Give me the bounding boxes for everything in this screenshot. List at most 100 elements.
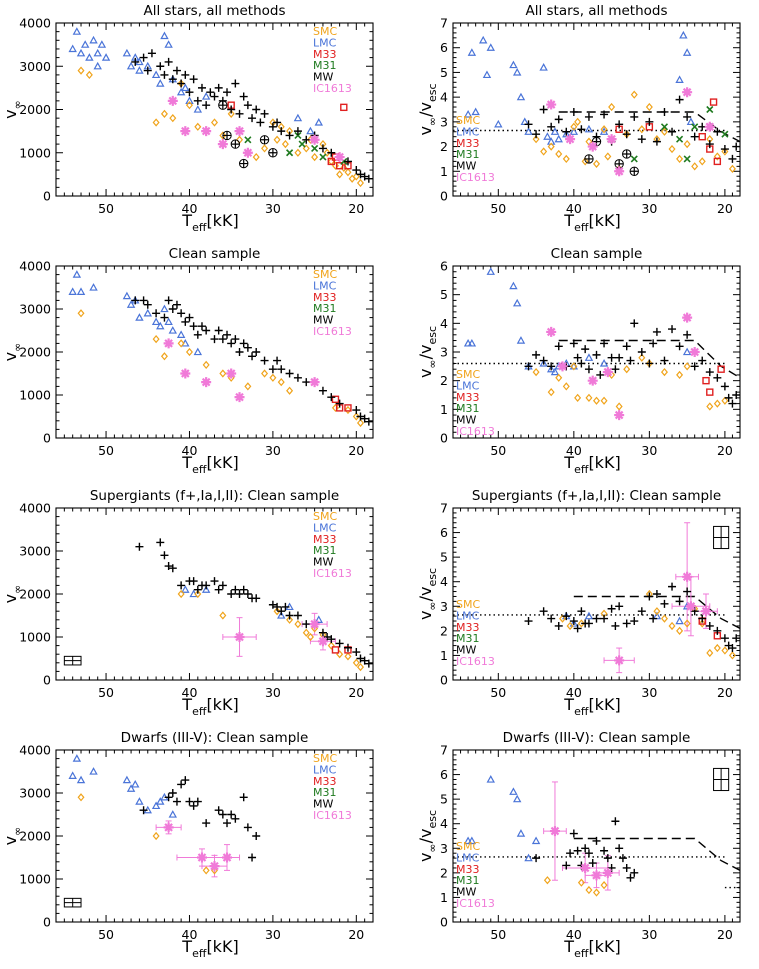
mw-point bbox=[652, 590, 661, 598]
lmc-point bbox=[122, 48, 132, 57]
x-tick-label: 50 bbox=[490, 201, 506, 216]
mw-point bbox=[223, 88, 232, 97]
mw-point bbox=[607, 353, 616, 362]
lmc-point bbox=[122, 775, 132, 784]
lmc-point bbox=[467, 48, 477, 56]
mw-point bbox=[603, 854, 612, 863]
legend-m31: M31 bbox=[313, 302, 337, 315]
mw-point bbox=[683, 587, 692, 596]
mw-point bbox=[327, 393, 336, 402]
mw-point bbox=[668, 325, 677, 334]
y-tick-label: 3000 bbox=[19, 786, 51, 801]
mw-point bbox=[645, 117, 654, 126]
mw-point bbox=[364, 174, 373, 183]
smc-point bbox=[202, 866, 210, 875]
ic1613-point bbox=[557, 361, 568, 372]
lmc-point bbox=[89, 283, 98, 291]
mw-point bbox=[273, 602, 282, 611]
lmc-point bbox=[164, 317, 173, 326]
mw-point bbox=[713, 626, 722, 635]
mw-point bbox=[562, 127, 571, 136]
panel-title: Dwarfs (III-V): Clean sample bbox=[121, 730, 309, 746]
mw-circled-cross bbox=[584, 154, 593, 163]
dashed-reference-line bbox=[573, 595, 741, 630]
x-tick-label: 50 bbox=[98, 927, 114, 942]
mw-point bbox=[227, 810, 236, 819]
smc-point bbox=[713, 152, 721, 161]
mw-point bbox=[588, 859, 597, 868]
mw-point bbox=[227, 339, 236, 348]
legend-smc: SMC bbox=[456, 114, 480, 127]
smc-point bbox=[294, 148, 302, 157]
mw-point bbox=[248, 853, 257, 862]
smc-point bbox=[660, 614, 668, 623]
legend-ic1613: IC1613 bbox=[313, 809, 352, 822]
mw-point bbox=[615, 602, 624, 611]
mw-point bbox=[248, 114, 257, 123]
y-tick-label: 2000 bbox=[19, 345, 51, 360]
plot-frame bbox=[452, 507, 741, 681]
m31-point bbox=[294, 131, 302, 140]
lmc-point bbox=[176, 87, 186, 96]
smc-point bbox=[562, 154, 570, 164]
y-tick-label: 2 bbox=[440, 865, 448, 880]
mw-circled-cross bbox=[268, 148, 277, 157]
mw-point bbox=[189, 577, 198, 586]
ic1613-point bbox=[682, 312, 693, 323]
ic1613-point bbox=[226, 368, 237, 379]
mw-point bbox=[630, 319, 639, 328]
mw-point bbox=[318, 144, 327, 153]
smc-point bbox=[615, 402, 623, 411]
y-tick-label: 3 bbox=[440, 841, 448, 856]
ic1613-point bbox=[591, 870, 602, 881]
mw-point bbox=[675, 342, 684, 351]
mw-circled-point bbox=[629, 166, 639, 176]
mw-point bbox=[645, 592, 654, 601]
smc-point bbox=[600, 881, 608, 890]
mw-point bbox=[724, 393, 733, 402]
y-tick-label: 6 bbox=[440, 259, 448, 274]
smc-point bbox=[559, 614, 567, 623]
mw-point bbox=[177, 79, 186, 88]
mw-point bbox=[562, 861, 571, 870]
lmc-point bbox=[151, 801, 161, 810]
mw-point bbox=[172, 797, 181, 806]
lmc-point bbox=[131, 779, 140, 788]
lmc-point bbox=[516, 336, 526, 344]
mw-point bbox=[577, 607, 586, 616]
smc-point bbox=[331, 403, 339, 413]
smc-point bbox=[327, 157, 335, 166]
m31-point bbox=[298, 140, 306, 148]
mw-point bbox=[600, 339, 609, 348]
mw-point bbox=[573, 353, 582, 362]
lmc-point bbox=[181, 83, 190, 92]
y-tick-label: 3 bbox=[440, 345, 448, 360]
mw-point bbox=[637, 135, 646, 144]
plot-frame bbox=[452, 22, 741, 197]
mw-point bbox=[147, 49, 156, 58]
smc-point bbox=[244, 382, 252, 391]
mw-point bbox=[732, 391, 741, 399]
lmc-point bbox=[181, 585, 190, 593]
mw-point bbox=[202, 326, 211, 335]
mw-point bbox=[177, 581, 186, 590]
y-axis-label: v∞/vesc bbox=[416, 326, 439, 378]
x-tick-label: 40 bbox=[566, 927, 582, 942]
lmc-point bbox=[463, 110, 473, 118]
mw-point bbox=[554, 115, 563, 124]
smc-point bbox=[160, 109, 168, 118]
mw-point bbox=[277, 127, 286, 136]
smc-point bbox=[356, 418, 364, 428]
legend-smc: SMC bbox=[456, 598, 480, 611]
smc-point bbox=[294, 619, 302, 629]
lmc-point bbox=[80, 40, 90, 48]
legend-m31: M31 bbox=[456, 402, 480, 415]
mw-point bbox=[206, 88, 215, 97]
mw-point bbox=[210, 577, 219, 586]
ic1613-point bbox=[614, 166, 625, 177]
mw-point bbox=[732, 634, 741, 643]
mw-point bbox=[720, 634, 729, 643]
lmc-point bbox=[467, 836, 477, 845]
